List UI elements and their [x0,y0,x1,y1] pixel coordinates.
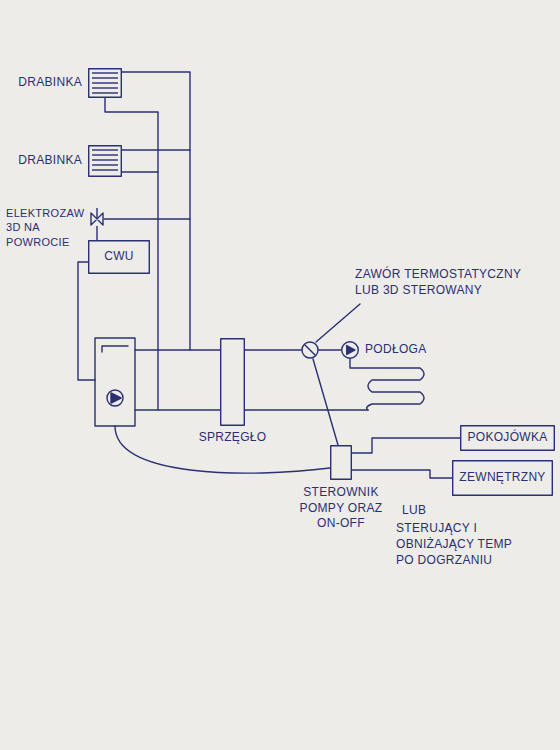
ladder-outline [88,68,122,98]
sensor-box: ZEWNĘTRZNY [452,460,553,496]
radiator-rung [92,154,118,155]
node-label: CWU [104,249,134,265]
radiator-box: DRABINKA [88,68,122,98]
node-label: ELEKTROZAW 3D NA POWROCIE [6,206,86,249]
callout-note: ZAWÓR TERMOSTATYCZNY LUB 3D STEROWANY [355,266,535,298]
box-border [331,446,352,480]
note-text: LUB [402,502,442,518]
boiler-box [95,338,135,426]
sensor-box: POKOJÓWKA [460,425,555,451]
ladder-outline [88,145,122,177]
controller-box: STEROWNIK POMPY ORAZ ON-OFF [330,445,352,480]
box-border [89,241,150,274]
radiator-frame [89,69,122,98]
rect-outline [220,338,245,426]
tank-box: CWU [88,240,150,274]
radiator-rung [92,77,118,78]
boiler-pump [107,390,123,406]
node-label: SPRZĘGŁO [199,430,267,446]
control-wire [313,359,338,445]
coupler-box: SPRZĘGŁO [220,338,245,426]
radiator-rung [92,169,118,170]
pipe-connector [245,349,341,350]
node-label: PODŁOGA [365,342,426,358]
boiler-mark [102,346,128,352]
return-pipe [105,98,158,410]
valve-mark [305,345,315,355]
pump-symbol: PODŁOGA [341,341,359,359]
supply-pipe [122,72,190,350]
rect-outline [330,445,352,480]
thermostatic-valve [302,342,318,358]
supply-pipe [104,218,190,219]
radiator-rung [92,149,118,150]
radiator-rung [92,164,118,165]
box-border [461,426,555,451]
radiator-rung [92,159,118,160]
pump-circle [342,342,359,359]
node-label: DRABINKA [18,153,82,169]
radiator-rung [92,87,118,88]
supply-pipe [122,149,190,150]
box-border [221,339,245,426]
radiator-rung [92,92,118,93]
node-label: ZEWNĘTRZNY [459,470,545,486]
pipe-connector [96,226,97,240]
return-pipe [78,262,95,380]
radiator-rung [92,82,118,83]
return-pipe [245,409,368,410]
leader-line [316,304,360,342]
valve-stem [96,208,97,219]
note-text: STERUJĄCY I OBNIŻAJĄCY TEMP PO DOGRZANIU [396,520,521,569]
node-label: POKOJÓWKA [467,430,547,446]
valve-symbol: ELEKTROZAW 3D NA POWROCIE [90,212,104,226]
radiator-box: DRABINKA [88,145,122,177]
return-pipe [122,171,158,172]
node-label: STEROWNIK POMPY ORAZ ON-OFF [291,485,391,532]
pump-triangle [347,346,355,355]
supply-pipe [135,349,220,350]
radiator-frame [89,146,122,177]
return-pipe [135,409,220,410]
pipe-connector [352,470,452,478]
pump-outline [341,341,359,359]
radiator-rung [92,72,118,73]
node-label: DRABINKA [18,75,82,91]
pump-triangle [111,393,121,403]
control-wire [115,426,330,473]
valve-outline [90,212,104,226]
floor-coil [350,359,424,410]
box-border [453,461,553,496]
pipe-connector [352,438,460,453]
